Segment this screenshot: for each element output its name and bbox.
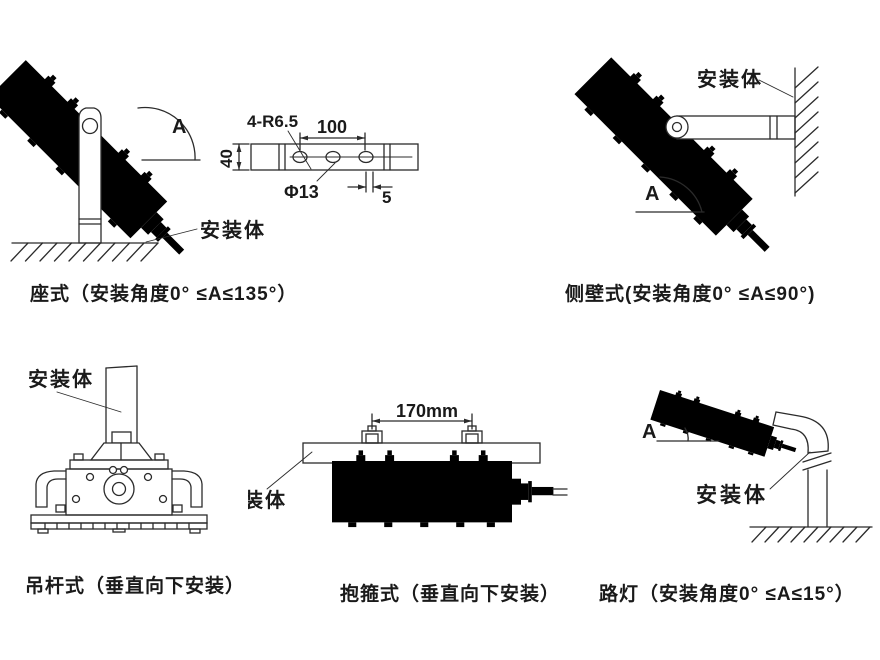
pivot-hole bbox=[81, 117, 99, 135]
bracket-bar bbox=[250, 143, 419, 171]
dim-length: 100 bbox=[317, 117, 347, 137]
dim-height: 40 bbox=[217, 149, 236, 168]
leader-line bbox=[145, 228, 198, 243]
leader-line bbox=[266, 451, 313, 490]
leader-radius bbox=[287, 130, 312, 170]
mounting-beam bbox=[302, 442, 541, 464]
angle-label-wall: A bbox=[645, 183, 659, 205]
pole-arm bbox=[772, 411, 829, 454]
wall-mount-drawing bbox=[571, 51, 819, 271]
mount-body-label-seat: 安装体 bbox=[200, 218, 266, 242]
mount-body-label-clamp: 装体 bbox=[242, 488, 287, 512]
mount-body-label-wall: 安装体 bbox=[697, 67, 763, 91]
mount-hole bbox=[325, 150, 341, 164]
street-mount-drawing bbox=[649, 384, 873, 543]
mount-hole bbox=[358, 150, 374, 164]
angle-arc bbox=[656, 427, 720, 442]
leader-line bbox=[769, 451, 811, 490]
bracket-dimension-drawing bbox=[232, 130, 419, 193]
lamp-front-body bbox=[65, 468, 173, 516]
street-pole bbox=[802, 452, 832, 528]
mount-body-label-pendant: 安装体 bbox=[28, 367, 94, 391]
caption-wall: 侧壁式(安装角度0° ≤A≤90°) bbox=[565, 282, 815, 305]
dim-5-lines bbox=[347, 171, 393, 193]
caption-street: 路灯（安装角度0° ≤A≤15°） bbox=[599, 582, 855, 605]
caption-clamp: 抱箍式（垂直向下安装） bbox=[340, 582, 560, 605]
mount-body-label-street: 安装体 bbox=[696, 483, 768, 507]
seat-mount-drawing bbox=[0, 53, 207, 274]
dim-gap: 5 bbox=[382, 188, 391, 207]
wall-hatching bbox=[794, 66, 819, 197]
leader-line bbox=[758, 79, 794, 98]
center-boss bbox=[103, 473, 135, 505]
angle-arc bbox=[137, 106, 201, 161]
dim-100-lines bbox=[299, 132, 366, 151]
label-clip-mask bbox=[235, 487, 248, 510]
caption-seat: 座式（安装角度0° ≤A≤135°） bbox=[30, 282, 297, 305]
seat-bracket bbox=[78, 107, 102, 244]
pendant-pole bbox=[105, 365, 138, 444]
ground-hatching bbox=[10, 242, 159, 262]
angle-label-street: A bbox=[642, 421, 656, 443]
caption-pendant: 吊杆式（垂直向下安装） bbox=[25, 574, 245, 597]
leader-line bbox=[56, 391, 122, 413]
dim-170-lines bbox=[371, 413, 473, 430]
dim-radius: 4-R6.5 bbox=[247, 112, 298, 131]
pendant-mount-drawing bbox=[30, 365, 208, 534]
dim-hole: Φ13 bbox=[284, 182, 319, 202]
leader-hole bbox=[316, 162, 336, 182]
ground-hatching bbox=[749, 526, 873, 543]
dim-span: 170mm bbox=[396, 401, 458, 421]
angle-label-seat: A bbox=[172, 116, 186, 138]
angle-arc bbox=[635, 176, 705, 213]
clamp-mount-drawing bbox=[266, 413, 568, 528]
